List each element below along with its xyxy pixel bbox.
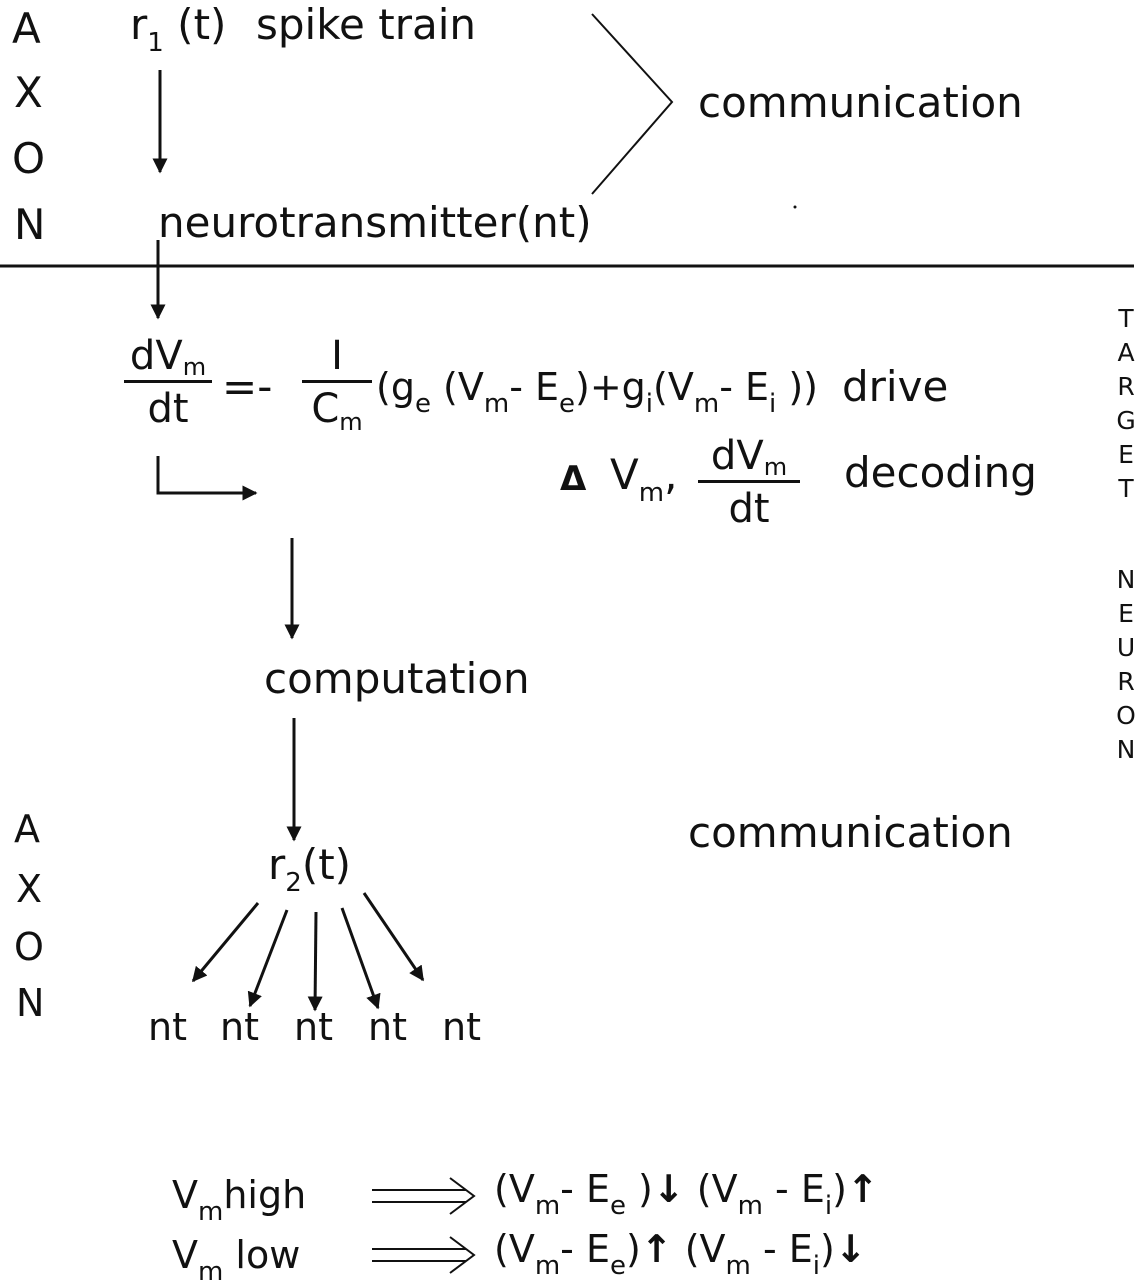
communication-label-bottom: communication — [688, 808, 1013, 857]
up-arrow-icon: ↑ — [846, 1167, 879, 1211]
neuron-letter: N — [1116, 735, 1136, 764]
spike-train-label: spike train — [256, 0, 476, 49]
fan-arrow-4 — [340, 907, 381, 1010]
axon-label-top-o: O — [12, 134, 46, 183]
rule-2-consequence: (Vm- Ee)↑ (Vm - Ei)↓ — [494, 1227, 867, 1281]
equation-body: (ge (Vm- Ee)+gi(Vm- Ei )) — [376, 365, 818, 419]
equation-lhs-fraction: dVm dt — [124, 336, 212, 429]
neurotransmitter-label: neurotransmitter(nt) — [158, 198, 592, 247]
axon-label-bottom-o: O — [14, 925, 44, 969]
fan-arrow-3 — [307, 911, 323, 1012]
equation-lhs-denominator: dt — [147, 386, 189, 432]
target-letter: E — [1118, 440, 1134, 469]
fan-arrow-2 — [247, 909, 289, 1008]
down-arrow-icon: ↓ — [834, 1227, 867, 1271]
decoding-label: decoding — [844, 448, 1037, 497]
equation-coef-numerator: I — [331, 333, 343, 379]
neuron-letter: U — [1116, 633, 1136, 662]
arrow-l-shaped — [156, 456, 258, 501]
axon-label-top-a: A — [12, 4, 41, 53]
target-neuron-label: T A R G E T N E U R O N — [1112, 304, 1140, 769]
rule-1-condition: Vmhigh — [172, 1173, 307, 1227]
target-letter: G — [1116, 406, 1136, 435]
implies-arrow-1 — [372, 1177, 476, 1215]
implies-arrow-2 — [372, 1236, 476, 1274]
target-letter: T — [1118, 304, 1134, 333]
target-letter-gap — [1112, 508, 1140, 565]
neuron-letter: N — [1116, 565, 1136, 594]
rule-2-condition: Vm low — [172, 1233, 301, 1287]
rate-r1: r1 (t) — [130, 0, 227, 58]
computation-label: computation — [264, 654, 530, 703]
nt-label-4: nt — [368, 1005, 407, 1049]
rate-r2: r2(t) — [268, 840, 352, 898]
target-letter: R — [1117, 372, 1135, 401]
drive-label: drive — [842, 362, 949, 411]
target-letter: A — [1117, 338, 1135, 367]
equation-coef-fraction: I Cm — [292, 333, 382, 436]
decoding-fraction: dVm dt — [698, 436, 800, 529]
communication-label-top: communication — [698, 78, 1023, 127]
target-letter: T — [1118, 474, 1134, 503]
rule-1-consequence: (Vm- Ee )↓ (Vm - Ei)↑ — [494, 1167, 879, 1221]
axon-label-top-x: X — [14, 68, 43, 117]
neuron-letter: R — [1117, 667, 1135, 696]
neuron-letter: O — [1116, 701, 1136, 730]
nt-label-2: nt — [220, 1005, 259, 1049]
communication-bracket — [591, 13, 674, 195]
equation-lhs-numerator: dVm — [129, 333, 207, 381]
equation-equals: =- — [222, 362, 273, 411]
decoding-vm: Vm, — [610, 450, 678, 508]
nt-label-3: nt — [294, 1005, 333, 1049]
axon-label-bottom-x: X — [16, 867, 43, 911]
fan-arrow-5 — [362, 892, 425, 982]
up-arrow-icon: ↑ — [640, 1227, 673, 1271]
decoding-numerator: dVm — [710, 433, 788, 481]
equation-coef-denominator: Cm — [311, 386, 363, 436]
fan-arrow-1 — [191, 902, 260, 983]
axon-label-bottom-n: N — [16, 981, 45, 1025]
down-arrow-icon: ↓ — [652, 1167, 685, 1211]
neuron-letter: E — [1118, 599, 1134, 628]
nt-label-5: nt — [442, 1005, 481, 1049]
axon-label-top-n: N — [14, 200, 46, 249]
stray-dot — [793, 205, 797, 209]
nt-label-1: nt — [148, 1005, 187, 1049]
axon-label-bottom-a: A — [14, 807, 40, 851]
decoding-denominator: dt — [728, 486, 770, 532]
delta-icon: Δ — [560, 459, 587, 499]
